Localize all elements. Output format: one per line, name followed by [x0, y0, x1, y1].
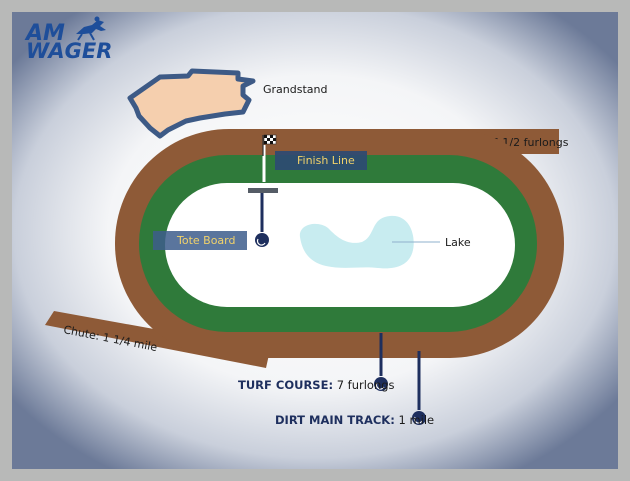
finish-line-label-box: [275, 151, 367, 170]
tote-board-bar: [248, 188, 278, 193]
checkered-flag-icon: [262, 134, 277, 156]
grandstand: Grandstand: [127, 68, 327, 139]
grandstand-building: [127, 68, 256, 139]
finish-line: Finish Line: [262, 134, 367, 182]
tote-board: Tote Board: [153, 188, 278, 250]
pin-marker-icon: [374, 377, 388, 391]
grandstand-label: Grandstand: [263, 83, 327, 96]
racehorse-icon: [76, 16, 106, 41]
dirt-track-marker: DIRT MAIN TRACK: 1 mile: [275, 351, 434, 427]
amwager-logo: AM WAGER: [24, 16, 112, 63]
lake: Lake: [299, 215, 471, 269]
pin-marker-icon: [255, 233, 269, 247]
lake-shape: [299, 215, 414, 269]
finish-line-label: Finish Line: [297, 154, 355, 167]
tote-board-label: Tote Board: [176, 234, 236, 247]
pin-marker-icon: [412, 411, 426, 425]
tote-board-label-box: [153, 231, 247, 250]
logo-line-1: AM: [24, 21, 65, 46]
logo-line-2: WAGER: [26, 39, 112, 63]
turf-course-label: TURF COURSE: 7 furlongs: [238, 378, 395, 392]
turf-course-marker: TURF COURSE: 7 furlongs: [238, 333, 395, 392]
lake-label: Lake: [445, 236, 471, 249]
dirt-track-label: DIRT MAIN TRACK: 1 mile: [275, 413, 434, 427]
